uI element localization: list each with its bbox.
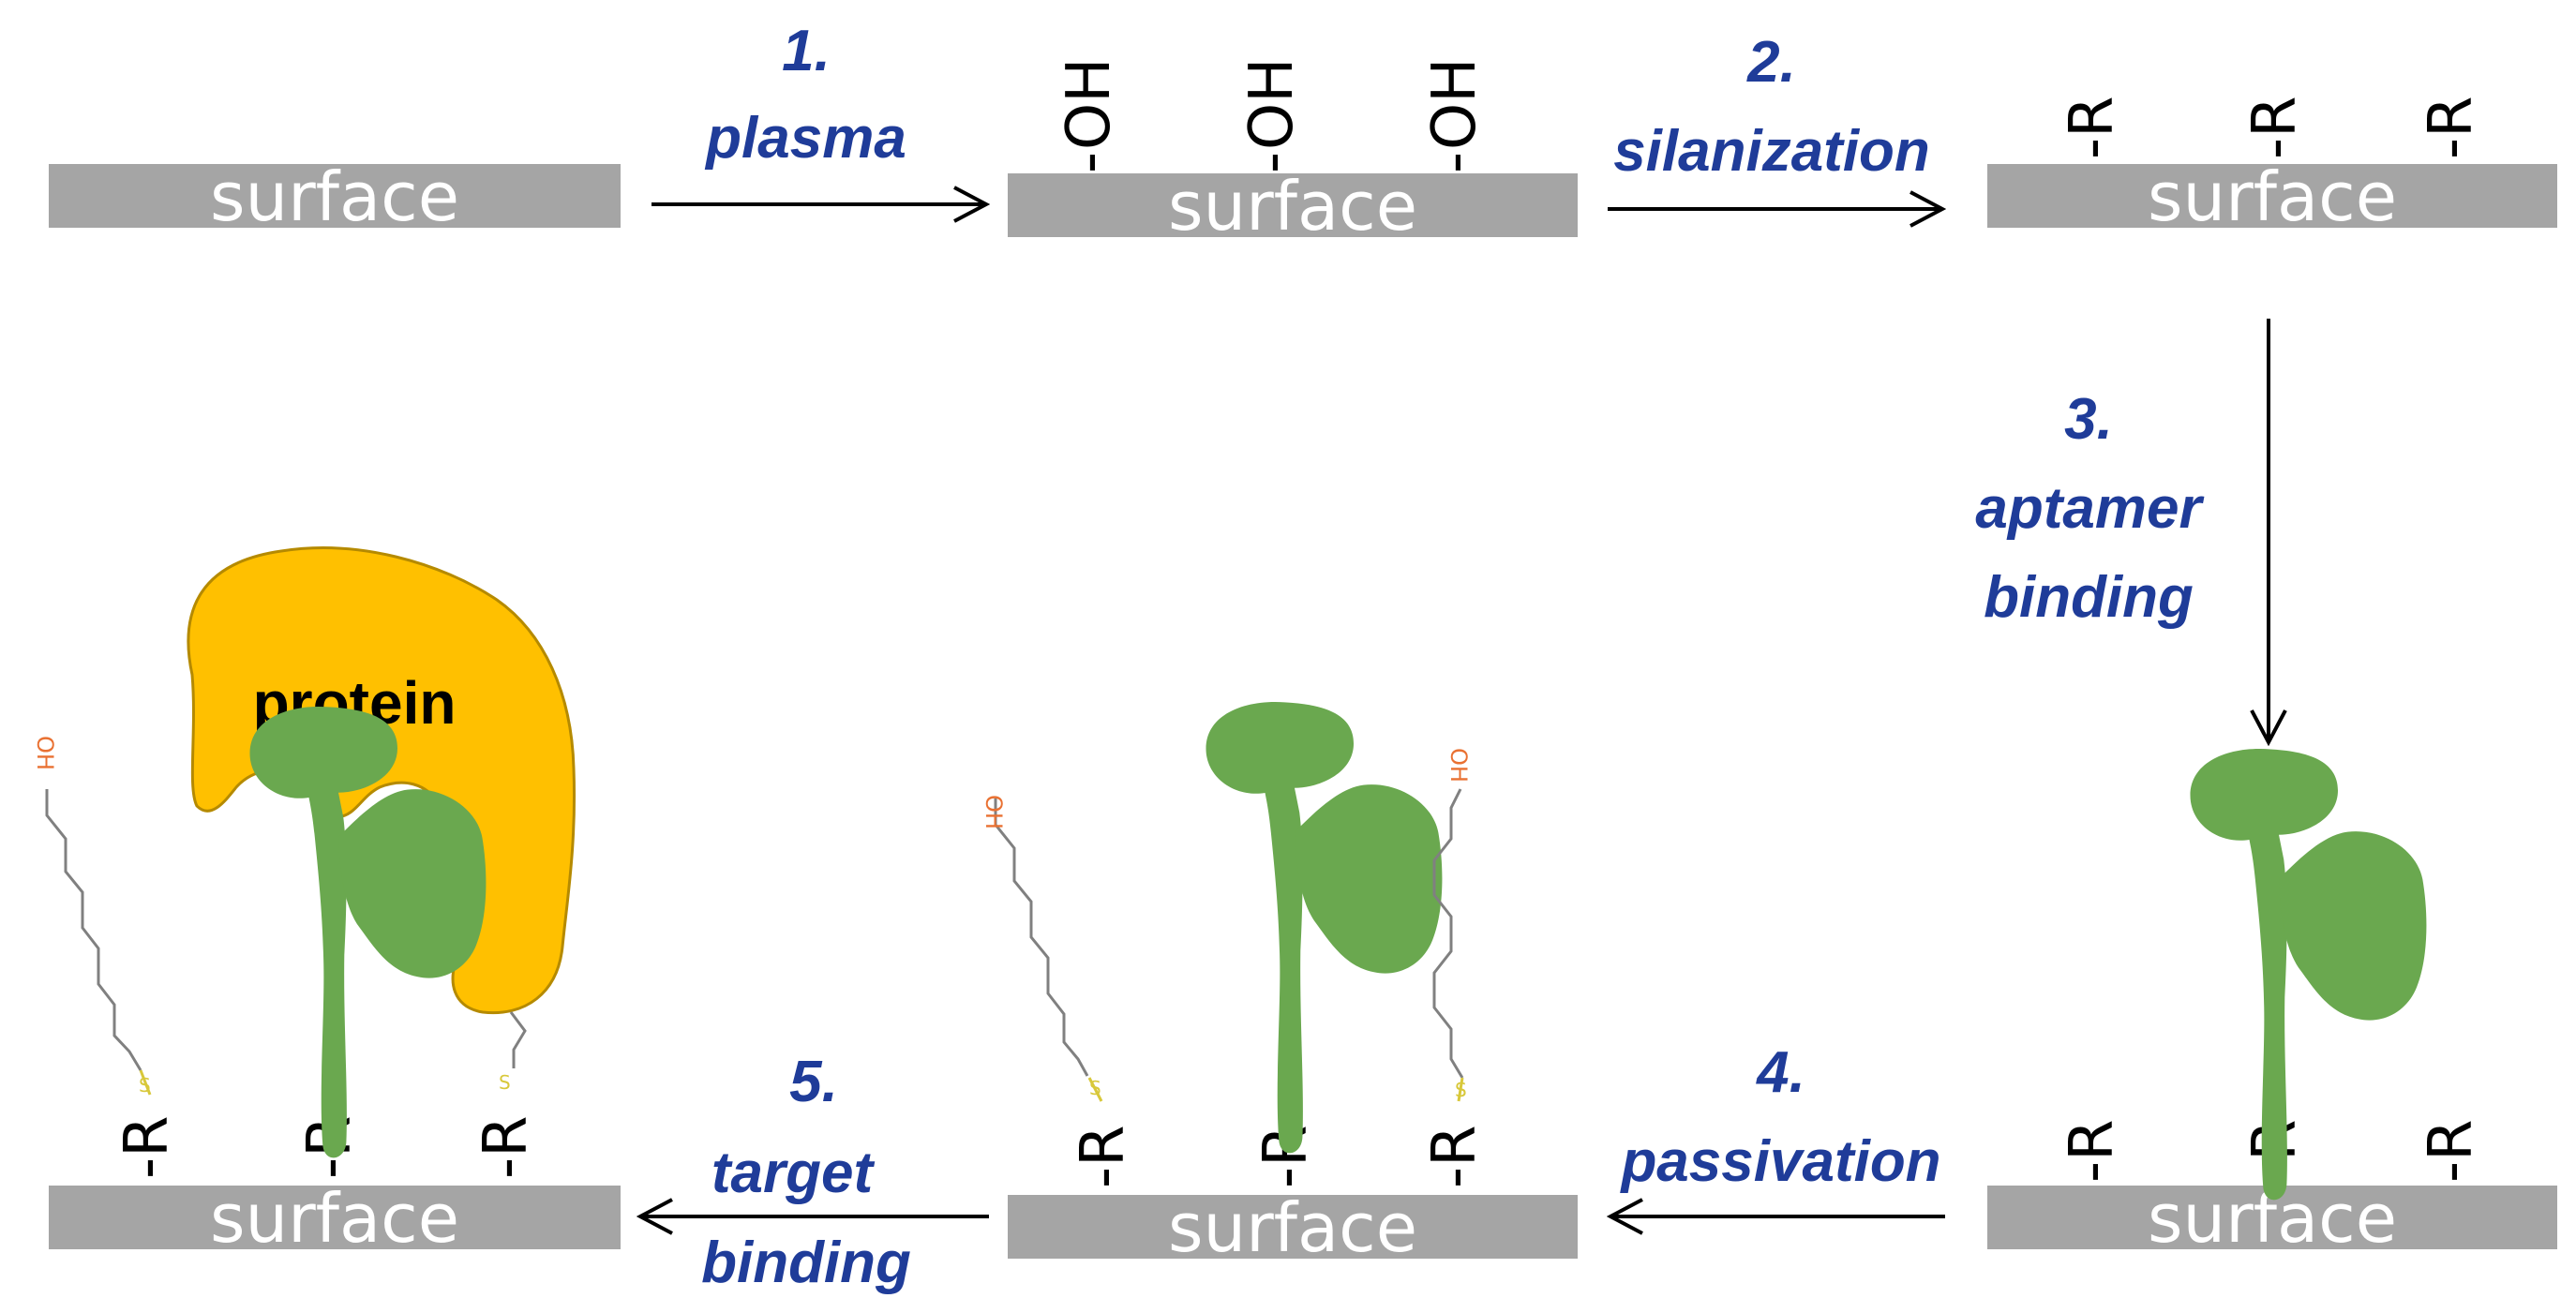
step-4-label: 4. passivation — [1619, 1040, 1940, 1194]
step-3-text-line2: binding — [1984, 565, 2194, 630]
r-group-label: -R — [472, 1115, 541, 1179]
r-group-label: -R — [1420, 1125, 1490, 1188]
surface-label: surface — [210, 157, 459, 236]
passivation-chain: OH S — [981, 795, 1103, 1102]
r-group-label: -R — [2417, 1119, 2486, 1183]
thiol-oh-label: OH — [981, 795, 1007, 829]
surface-label: surface — [1168, 1188, 1417, 1267]
surface-label: surface — [2148, 157, 2397, 236]
step-1-text: plasma — [704, 106, 906, 171]
r-group-label: -R — [2417, 96, 2486, 159]
hydroxyl-group-label: -OH — [1055, 58, 1124, 173]
aptamer — [1206, 702, 1443, 1154]
step-3-number: 3. — [2064, 387, 2113, 452]
surface-aptamer-bound: surface -R -R -R — [1987, 749, 2557, 1258]
step-4-text: passivation — [1619, 1129, 1940, 1194]
surface-label: surface — [1168, 167, 1417, 246]
surface-label: surface — [210, 1179, 459, 1258]
step-1-number: 1. — [782, 19, 831, 83]
surface-passivated: surface -R -R -R OH S OH S — [981, 702, 1578, 1267]
step-3-text-line1: aptamer — [1975, 476, 2204, 541]
step-1-label: 1. plasma — [704, 19, 906, 171]
r-group-label: -R — [2240, 96, 2310, 159]
r-group-label: -R — [2058, 96, 2127, 159]
short-chain: S — [499, 1011, 527, 1094]
step-5-label: 5. target binding — [701, 1050, 911, 1295]
step-2-number: 2. — [1746, 30, 1796, 95]
r-group-label: -R — [2058, 1119, 2127, 1183]
step-2-text: silanization — [1613, 119, 1930, 184]
r-group-label: -R — [1069, 1125, 1138, 1188]
step-3-label: 3. aptamer binding — [1975, 387, 2204, 630]
step-5-number: 5. — [789, 1050, 838, 1114]
hydroxyl-group-label: -OH — [1420, 58, 1490, 173]
step-2-label: 2. silanization — [1613, 30, 1930, 184]
sulfur-label: S — [499, 1071, 511, 1094]
surface-target-bound: surface -R -R -R OH S protein S — [32, 546, 621, 1258]
thiol-oh-label: OH — [32, 736, 58, 770]
step-4-number: 4. — [1755, 1040, 1805, 1105]
r-group-label: -R — [112, 1115, 182, 1179]
hydroxyl-group-label: -OH — [1237, 58, 1307, 173]
surface-silanized: surface -R -R -R — [1987, 96, 2557, 236]
surface-bare: surface — [49, 157, 621, 236]
step-5-text-line2: binding — [701, 1231, 911, 1295]
thiol-oh-label: OH — [1445, 748, 1472, 783]
passivation-chain: OH S — [1432, 748, 1472, 1102]
passivation-chain: OH S — [32, 736, 152, 1097]
surface-hydroxylated: surface -OH -OH -OH — [1008, 58, 1578, 246]
step-5-text-line1: target — [711, 1141, 876, 1205]
